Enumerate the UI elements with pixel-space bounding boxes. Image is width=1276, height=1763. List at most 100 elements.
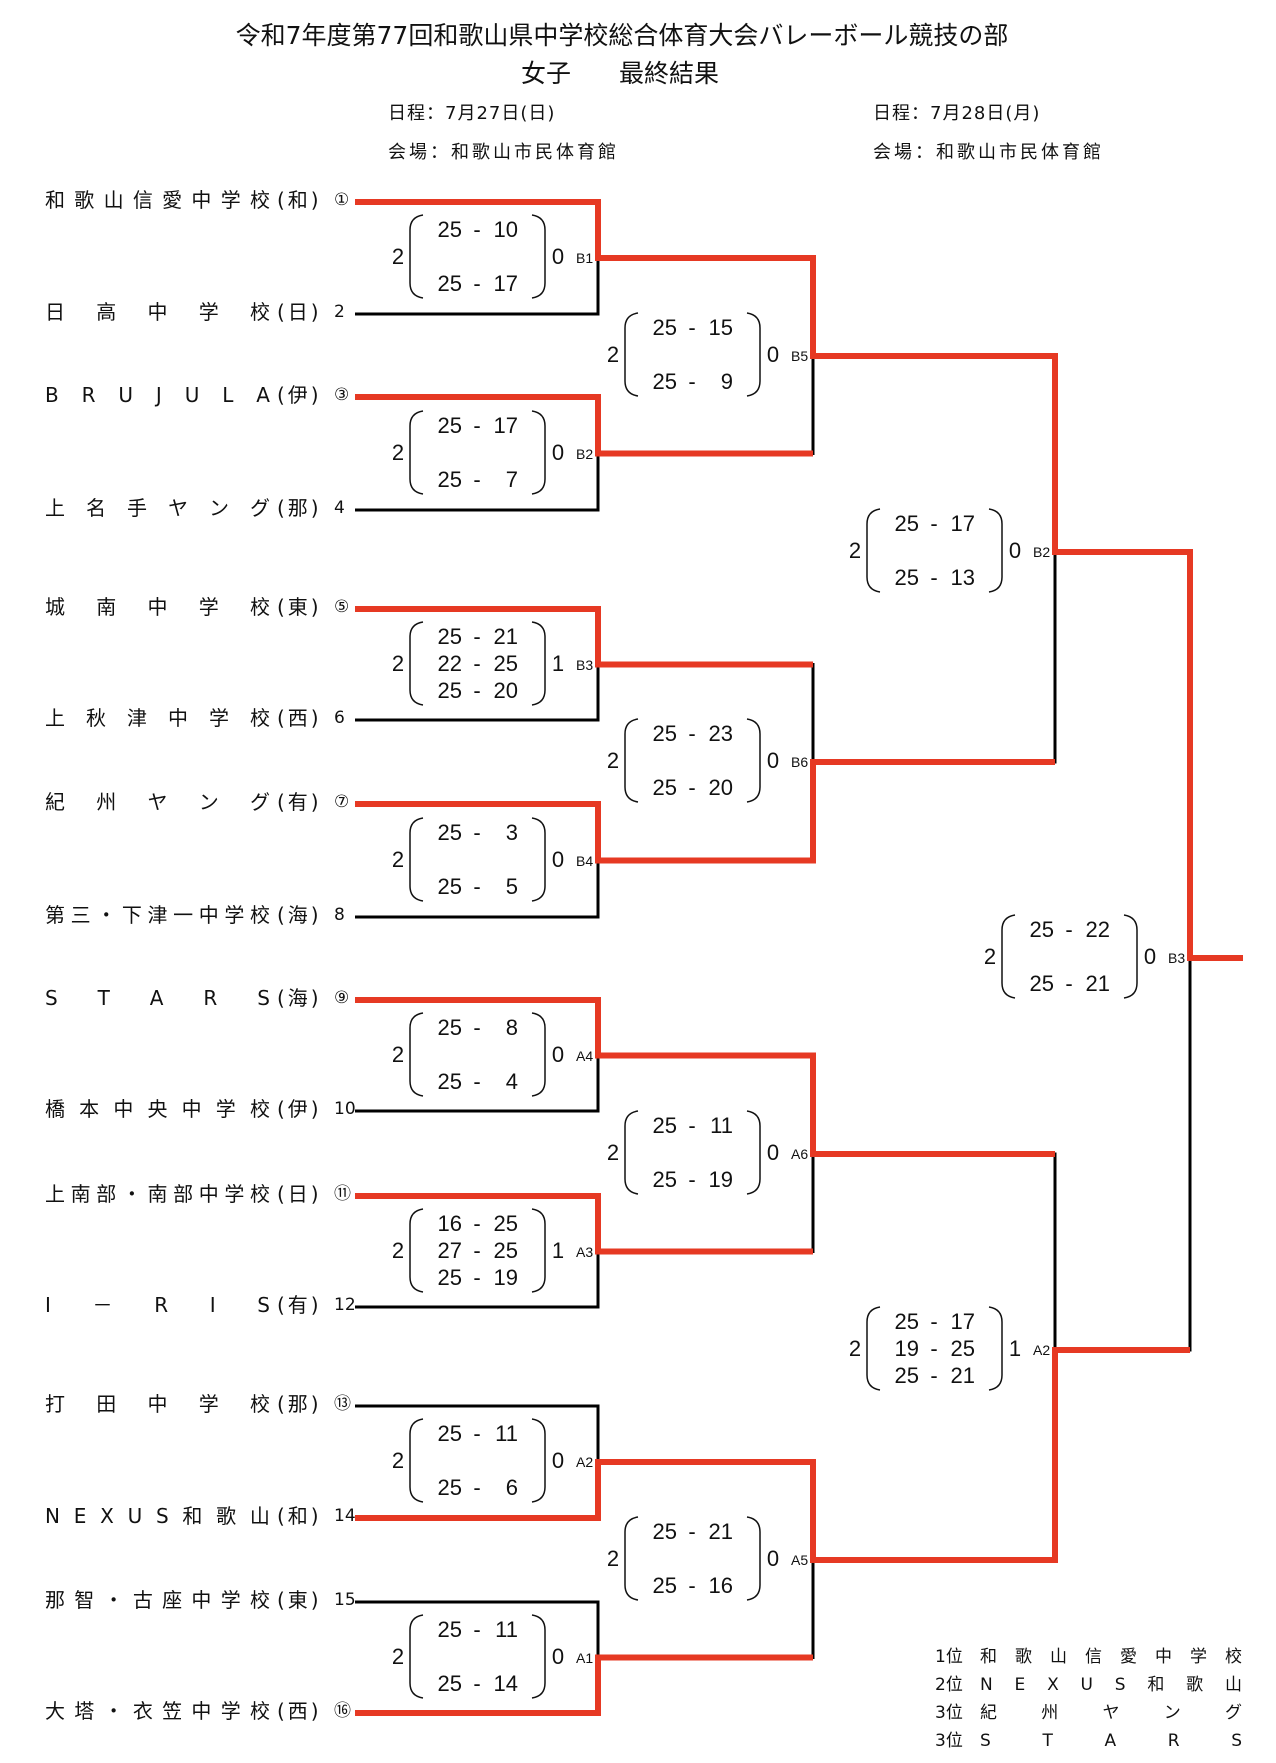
score-separator: - bbox=[688, 369, 696, 394]
results-label: 最終結果 bbox=[619, 59, 720, 88]
sets-won-left: 2 bbox=[391, 1448, 405, 1473]
set-score-left: 25 bbox=[652, 1113, 677, 1138]
name-character: 校 bbox=[250, 300, 270, 324]
sets-won-right: 0 bbox=[551, 244, 565, 269]
name-character: 学 bbox=[220, 1588, 241, 1612]
name-character: ・ bbox=[96, 903, 117, 927]
paren-left bbox=[624, 1516, 639, 1601]
name-character: S bbox=[1231, 1731, 1242, 1751]
set-score-right: 6 bbox=[505, 1475, 518, 1500]
paren-right bbox=[988, 508, 1003, 593]
seed-number: 4 bbox=[334, 498, 345, 518]
tournament-title: 令和7年度第77回和歌山県中学校総合体育大会バレーボール競技の部 bbox=[235, 21, 1009, 50]
set-score-row: 25-10 bbox=[428, 218, 524, 242]
rank-team: 紀州ヤング bbox=[980, 1702, 1242, 1724]
match-label: B2 bbox=[1033, 544, 1051, 560]
seed-number: 14 bbox=[334, 1506, 356, 1526]
set-score-right: 4 bbox=[505, 1068, 518, 1094]
team-entry: 日高中学校(日)2 bbox=[0, 300, 360, 324]
team-name: 城南中学校 bbox=[45, 595, 270, 619]
team-name: 橋本中央中学校 bbox=[45, 1097, 270, 1121]
name-character: 山 bbox=[1224, 1675, 1242, 1695]
sets-won-left: 2 bbox=[391, 1237, 405, 1263]
paren-right bbox=[531, 1207, 546, 1293]
name-character: グ bbox=[250, 496, 270, 520]
seed-number: 6 bbox=[334, 708, 345, 728]
name-character: 上 bbox=[45, 1182, 65, 1206]
set-score-right: 23 bbox=[708, 721, 733, 746]
team-name: 打田中学校 bbox=[45, 1392, 270, 1416]
set-score-right: 17 bbox=[493, 271, 518, 296]
team-region: (伊) bbox=[277, 383, 322, 407]
paren-right bbox=[531, 1418, 546, 1503]
name-character: 中 bbox=[113, 1097, 134, 1121]
team-name: 上名手ヤング bbox=[45, 496, 270, 520]
score-separator: - bbox=[1065, 917, 1073, 942]
seed-number: ⑯ bbox=[334, 1701, 351, 1721]
set-score-right: 19 bbox=[493, 1264, 518, 1290]
set-score-left: 25 bbox=[652, 775, 677, 800]
team-region: (海) bbox=[277, 986, 322, 1010]
team-name: 那智・古座中学校 bbox=[45, 1588, 270, 1612]
name-character: 歌 bbox=[1186, 1675, 1204, 1695]
name-character: 和 bbox=[45, 188, 65, 212]
set-score-left: 25 bbox=[437, 1264, 462, 1290]
set-score-left: 25 bbox=[437, 1068, 462, 1094]
set-score-row: 25-21 bbox=[428, 623, 524, 649]
sets-won-right: 0 bbox=[766, 1140, 780, 1165]
paren-right bbox=[531, 1613, 546, 1699]
seed-number: 2 bbox=[334, 302, 345, 322]
set-score-right: 15 bbox=[708, 315, 733, 340]
team-region: (那) bbox=[277, 496, 322, 520]
name-character: 校 bbox=[250, 1392, 270, 1416]
name-character: N bbox=[980, 1675, 993, 1695]
sets-won-left: 2 bbox=[391, 439, 405, 465]
score-brackets bbox=[409, 409, 546, 495]
set-score-left: 25 bbox=[652, 1573, 677, 1598]
sets-won-left: 2 bbox=[848, 1336, 862, 1361]
score-separator: - bbox=[473, 819, 481, 845]
score-separator: - bbox=[473, 1616, 481, 1642]
team-region: (西) bbox=[277, 1699, 322, 1723]
score-separator: - bbox=[473, 623, 481, 649]
name-character: 学 bbox=[209, 706, 229, 730]
name-character: 信 bbox=[132, 188, 153, 212]
sets-won-right: 1 bbox=[1008, 1336, 1022, 1361]
sets-won-right: 0 bbox=[551, 439, 565, 465]
name-character: 南 bbox=[70, 1182, 91, 1206]
sets-won-left: 2 bbox=[391, 244, 405, 269]
sets-won-right: 1 bbox=[551, 650, 565, 676]
set-score-row: 25-9 bbox=[643, 370, 739, 394]
sets-won-left: 2 bbox=[391, 1643, 405, 1669]
ranking-row: 3位 紀州ヤング bbox=[0, 1702, 1276, 1724]
score-brackets bbox=[409, 214, 546, 299]
score-brackets bbox=[866, 1306, 1003, 1391]
seed-number: ⑦ bbox=[334, 792, 350, 812]
name-character: 秋 bbox=[86, 706, 106, 730]
set-score-right: 17 bbox=[493, 412, 518, 438]
name-character: N bbox=[45, 1504, 60, 1528]
team-region: (東) bbox=[277, 1588, 322, 1612]
score-brackets bbox=[409, 620, 546, 706]
name-character: 南 bbox=[96, 595, 117, 619]
rank-place: 2位 bbox=[935, 1675, 963, 1695]
name-character: 中 bbox=[147, 1392, 168, 1416]
score-brackets bbox=[409, 1011, 546, 1097]
set-score-right: 20 bbox=[708, 775, 733, 800]
name-character: A bbox=[1104, 1731, 1117, 1751]
match-label: A4 bbox=[576, 1047, 594, 1064]
name-character: 大 bbox=[45, 1699, 65, 1723]
set-score-left: 25 bbox=[437, 217, 462, 242]
paren-right bbox=[531, 409, 546, 495]
score-separator: - bbox=[473, 412, 481, 438]
set-score-row: 25-17 bbox=[885, 512, 981, 536]
